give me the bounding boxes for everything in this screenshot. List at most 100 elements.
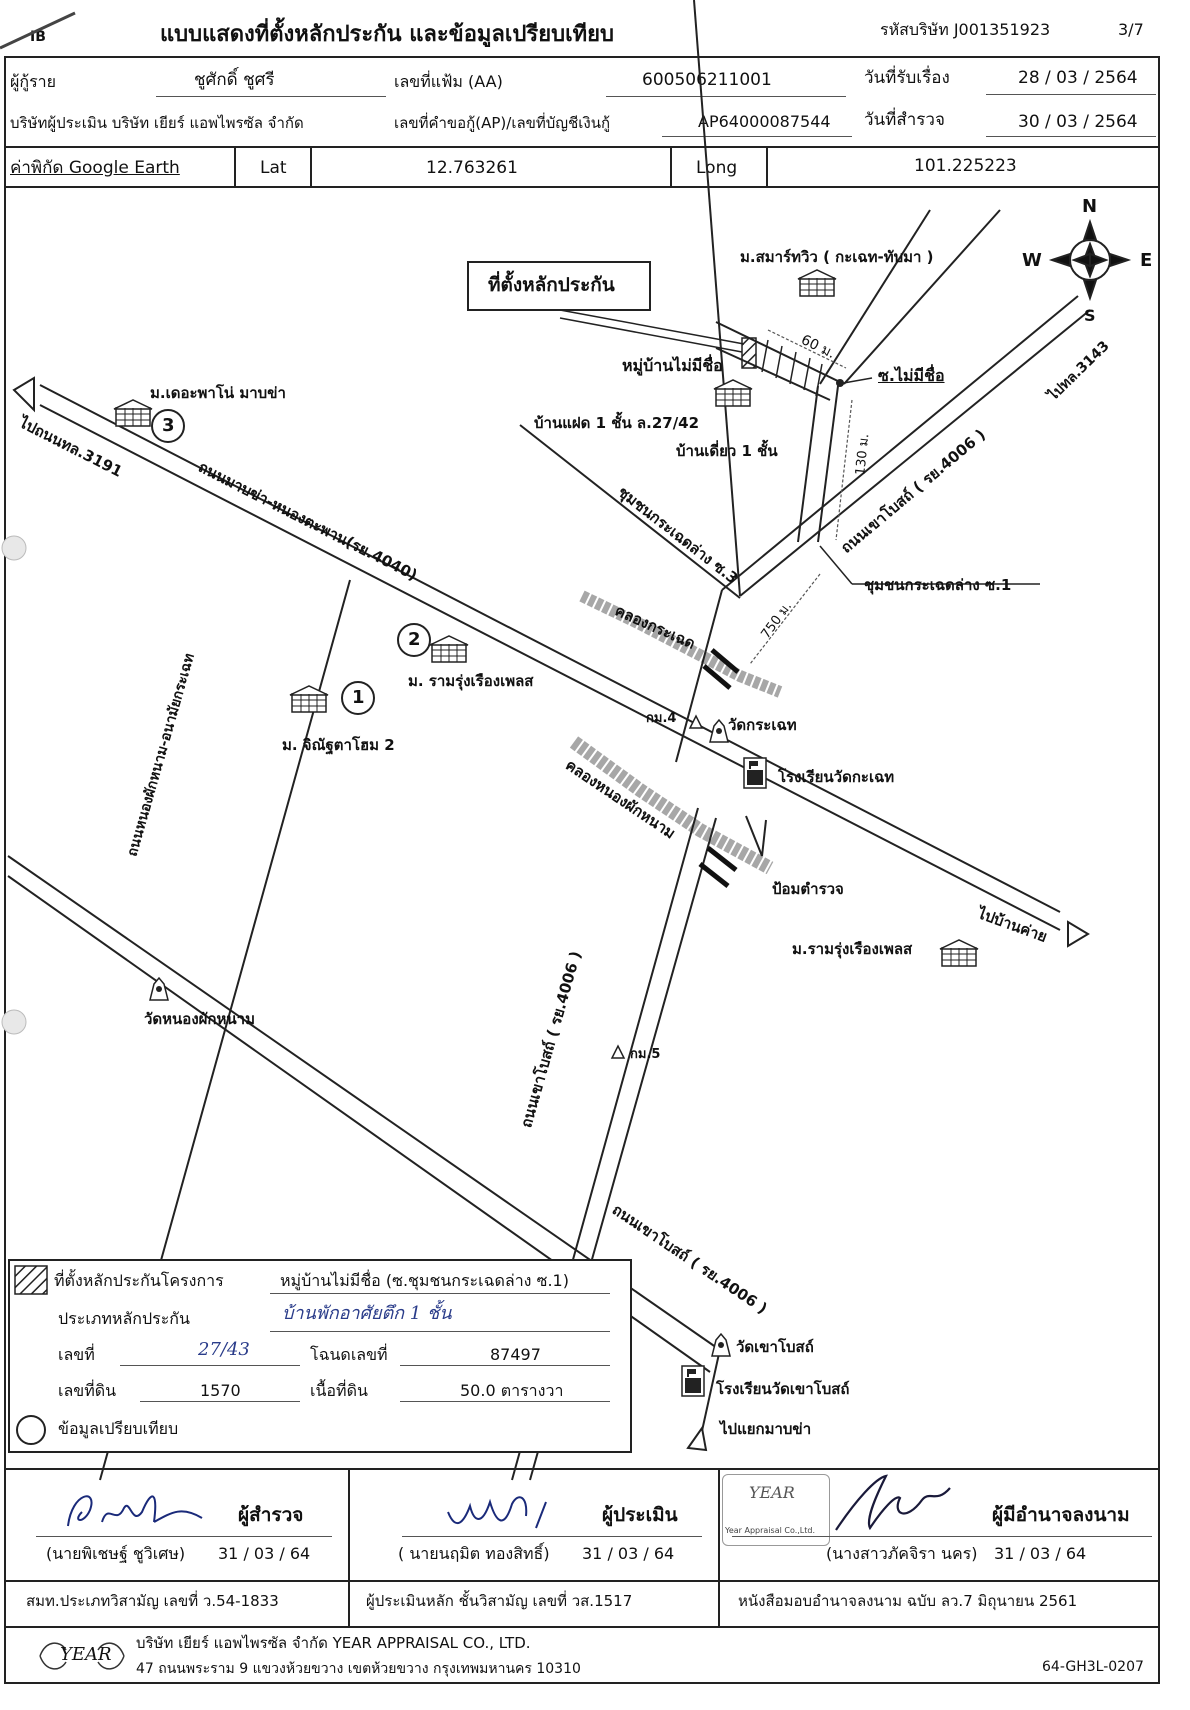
road-soi3 bbox=[519, 424, 741, 599]
appraiser-signature bbox=[447, 1496, 547, 1529]
underline bbox=[270, 1331, 610, 1332]
label-km5: กม.5 bbox=[630, 1047, 661, 1062]
km-marker-icon bbox=[610, 1044, 626, 1059]
underline bbox=[400, 1365, 610, 1366]
appraiser-role: ผู้ประเมิน bbox=[602, 1504, 678, 1526]
label-smart-view: ม.สมาร์ทวิว ( กะเฉท-ทับมา ) bbox=[740, 248, 934, 266]
header-row-2: บริษัทผู้ประเมิน บริษัท เยียร์ แอพไพรซัล… bbox=[4, 104, 1160, 146]
collateral-callout: ที่ตั้งหลักประกัน bbox=[488, 274, 615, 296]
legend-type-value: บ้านพักอาศัยตึก 1 ชั้น bbox=[282, 1303, 452, 1324]
map-frame bbox=[4, 186, 1160, 1470]
company-code: รหัสบริษัท J001351923 bbox=[880, 20, 1051, 39]
divider bbox=[310, 148, 312, 188]
comparison-1-circle bbox=[341, 681, 375, 715]
underline bbox=[156, 96, 386, 97]
legend-no-label: เลขที่ bbox=[58, 1345, 95, 1364]
arrow-to-3191 bbox=[12, 376, 35, 413]
underline bbox=[986, 136, 1156, 137]
surveyor-signature bbox=[67, 1495, 203, 1527]
label-single-house: บ้านเดี่ยว 1 ชั้น bbox=[676, 442, 778, 460]
arrow-to-maptaphut bbox=[686, 1425, 708, 1452]
canal-krachet bbox=[579, 590, 783, 698]
legend-box: ที่ตั้งหลักประกันโครงการ หมู่บ้านไม่มีชื… bbox=[8, 1259, 632, 1453]
km-marker-icon bbox=[688, 714, 704, 729]
road-connector bbox=[745, 815, 763, 857]
legend-land-label: เลขที่ดิน bbox=[58, 1381, 117, 1400]
road-4040 bbox=[39, 384, 1061, 931]
label-de-palm: ม.เดอะพาโน่ มาบข่า bbox=[150, 384, 286, 402]
underline bbox=[732, 1536, 1152, 1537]
label-km4: กม.4 bbox=[646, 711, 677, 726]
appraiser-name: ( นายนฤมิต ทองสิทธิ์) bbox=[398, 1544, 550, 1563]
signature-block: ผู้สำรวจ (นายพิเชษฐ์ ชูวิเศษ) 31 / 03 / … bbox=[4, 1468, 1160, 1628]
file-no-value: 600506211001 bbox=[642, 70, 772, 90]
page-number: 3/7 bbox=[1118, 20, 1144, 39]
road-connector bbox=[761, 819, 767, 857]
legend-compare-label: ข้อมูลเปรียบเทียบ bbox=[58, 1419, 179, 1438]
legend-deed-label: โฉนดเลขที่ bbox=[310, 1345, 388, 1364]
company-logo: YEAR bbox=[36, 1634, 128, 1678]
legend-area-label: เนื้อที่ดิน bbox=[310, 1381, 368, 1400]
bridge-nongphak bbox=[698, 846, 738, 888]
received-label: วันที่รับเรื่อง bbox=[864, 68, 950, 88]
dim-60 bbox=[767, 329, 847, 369]
comparison-circle-icon bbox=[16, 1415, 46, 1445]
borrower-label: ผู้กู้ราย bbox=[10, 72, 57, 91]
comparison-2-number: 2 bbox=[408, 629, 421, 650]
underline bbox=[400, 1401, 610, 1402]
lat-value: 12.763261 bbox=[426, 158, 518, 178]
signer-role: ผู้มีอำนาจลงนาม bbox=[992, 1504, 1130, 1526]
school-icon bbox=[681, 1365, 705, 1397]
punch-hole bbox=[1, 1009, 27, 1035]
canal-nongphakhnam bbox=[569, 736, 774, 875]
compass-n: N bbox=[1082, 196, 1098, 217]
compass-icon bbox=[1048, 218, 1132, 302]
road-to-smartview bbox=[819, 209, 1001, 385]
callout-leader bbox=[559, 317, 743, 353]
temple-icon bbox=[711, 1333, 731, 1357]
compass-w: W bbox=[1022, 250, 1042, 271]
divider bbox=[234, 148, 236, 188]
legend-no-value: 27/43 bbox=[198, 1339, 250, 1360]
logo-text: YEAR bbox=[60, 1644, 112, 1665]
leader-soi-noname bbox=[837, 377, 873, 385]
underline bbox=[662, 136, 852, 137]
divider bbox=[670, 148, 672, 188]
label-chinnu: ม. จิณัฐตาโฮม 2 bbox=[282, 736, 395, 754]
road-soi1 bbox=[797, 385, 839, 543]
collateral-callout-box bbox=[467, 261, 651, 311]
coordinate-row: ค่าพิกัด Google Earth Lat 12.763261 Long… bbox=[4, 146, 1160, 188]
signer-name: (นางสาวภัคจิรา นคร) bbox=[826, 1544, 978, 1563]
divider bbox=[348, 1470, 350, 1626]
label-twin-house: บ้านแฝด 1 ชั้น ล.27/42 bbox=[534, 414, 700, 432]
long-value: 101.225223 bbox=[914, 156, 1017, 176]
appraiser-license: ผู้ประเมินหลัก ชั้นวิสามัญ เลขที่ วส.151… bbox=[366, 1592, 633, 1610]
house-icon bbox=[113, 399, 153, 427]
footer-address: 47 ถนนพระราม 9 แขวงห้วยขวาง เขตห้วยขวาง … bbox=[136, 1661, 581, 1677]
appraiser-company-label: บริษัทผู้ประเมิน บริษัท เยียร์ แอพไพรซัล… bbox=[10, 114, 304, 132]
legend-project-value: หมู่บ้านไม่มีชื่อ (ซ.ชุมชนกระเฉดล่าง ซ.1… bbox=[280, 1271, 569, 1290]
callout-leader bbox=[559, 309, 745, 345]
received-date: 28 / 03 / 2564 bbox=[1018, 68, 1138, 88]
house-icon bbox=[429, 635, 469, 663]
legend-deed-value: 87497 bbox=[490, 1345, 541, 1364]
underline bbox=[402, 1536, 702, 1537]
legend-land-value: 1570 bbox=[200, 1381, 241, 1400]
underline bbox=[140, 1401, 300, 1402]
legend-project-label: ที่ตั้งหลักประกันโครงการ bbox=[54, 1271, 224, 1290]
label-village-noname: หมู่บ้านไม่มีชื่อ bbox=[622, 356, 723, 375]
house-icon bbox=[939, 939, 979, 967]
dim-750 bbox=[749, 573, 821, 665]
signer-date: 31 / 03 / 64 bbox=[994, 1544, 1087, 1563]
compass-e: E bbox=[1140, 250, 1153, 271]
header-row-1: ผู้กู้ราย ชูศักดิ์ ชูศรี เลขที่แฟ้ม (AA)… bbox=[4, 56, 1160, 104]
label-soi-noname: ซ.ไม่มีชื่อ bbox=[878, 366, 945, 385]
appraiser-date: 31 / 03 / 64 bbox=[582, 1544, 675, 1563]
house-icon bbox=[797, 269, 837, 297]
label-community-soi1: ชุมชนกระเฉดล่าง ซ.1 bbox=[864, 576, 1012, 594]
coord-label: ค่าพิกัด Google Earth bbox=[10, 158, 180, 178]
school-icon bbox=[743, 757, 767, 789]
comparison-2-circle bbox=[397, 623, 431, 657]
underline bbox=[36, 1536, 332, 1537]
